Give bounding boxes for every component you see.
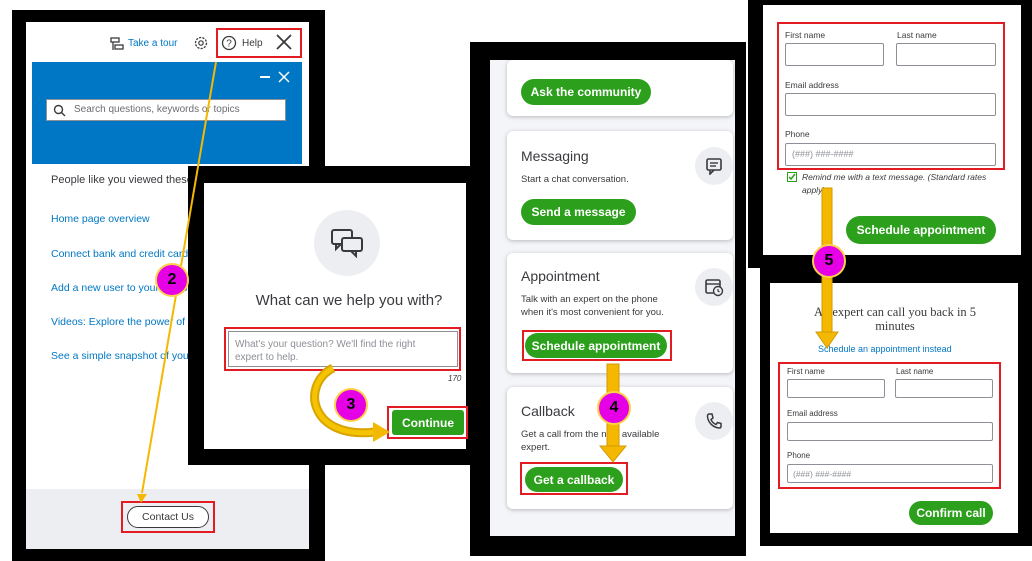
cb-last-name-label: Last name <box>896 367 934 376</box>
gear-icon[interactable] <box>193 35 209 51</box>
step-badge-5: 5 <box>812 244 846 278</box>
phone-icon <box>695 402 733 440</box>
close-icon[interactable] <box>275 33 293 51</box>
schedule-appointment-button[interactable]: Schedule appointment <box>525 333 667 358</box>
take-tour-link[interactable]: Take a tour <box>128 38 178 49</box>
arrow-down-2-head <box>815 331 839 349</box>
svg-text:?: ? <box>226 39 232 50</box>
cb-phone-placeholder: (###) ###-#### <box>793 469 852 479</box>
last-name-input[interactable] <box>896 43 996 66</box>
calendar-icon <box>695 268 733 306</box>
confirm-call-button[interactable]: Confirm call <box>909 501 993 525</box>
search-icon <box>53 104 66 117</box>
callback-heading: An expert can call you back in 5 minutes <box>813 305 977 333</box>
cb-last-name-input[interactable] <box>895 379 993 398</box>
question-heading: What can we help you with? <box>255 292 443 309</box>
continue-button[interactable]: Continue <box>392 410 464 435</box>
search-input[interactable]: Search questions, keywords or topics <box>46 99 286 121</box>
help-link-2[interactable]: Connect bank and credit cards <box>51 248 194 260</box>
question-placeholder: What's your question? We'll find the rig… <box>235 339 416 363</box>
cb-phone-label: Phone <box>787 451 811 460</box>
cb-first-name-label: First name <box>787 367 825 376</box>
tour-icon <box>110 37 124 51</box>
cb-phone-input[interactable]: (###) ###-#### <box>787 464 993 483</box>
minimize-icon[interactable] <box>260 76 270 78</box>
arrow-down-1-head <box>598 445 628 463</box>
contact-fields-highlight <box>777 22 1005 170</box>
arrow-continue-head <box>373 422 390 442</box>
phone-label: Phone <box>785 129 810 139</box>
email-label: Email address <box>785 80 839 90</box>
close-search-icon[interactable] <box>278 70 290 83</box>
callback-desc: Get a call from the next available exper… <box>521 429 660 453</box>
ask-community-button[interactable]: Ask the community <box>521 79 651 105</box>
phone-placeholder: (###) ###-#### <box>792 149 854 159</box>
remind-text: Remind me with a text message. (Standard… <box>802 172 987 195</box>
search-header: Search questions, keywords or topics <box>32 62 302 164</box>
remind-checkbox[interactable] <box>787 172 797 182</box>
schedule-highlight <box>522 330 672 361</box>
schedule-form: First name Last name Email address Phone… <box>763 5 1021 255</box>
email-input[interactable] <box>785 93 996 116</box>
step-badge-3: 3 <box>334 388 368 422</box>
help-highlight <box>216 28 302 58</box>
help-circle-icon[interactable]: ? <box>221 35 237 51</box>
cb-first-name-input[interactable] <box>787 379 885 398</box>
step-badge-4: 4 <box>597 391 631 425</box>
cb-email-label: Email address <box>787 409 838 418</box>
step-badge-2: 2 <box>155 263 189 297</box>
messaging-desc: Start a chat conversation. <box>521 174 629 185</box>
message-icon <box>695 147 733 185</box>
arrow-help-to-contact-head <box>137 494 147 503</box>
chat-bubble-icon <box>314 210 380 276</box>
send-message-button[interactable]: Send a message <box>521 199 636 225</box>
contact-us-highlight <box>121 501 215 533</box>
char-count: 170 <box>448 374 462 383</box>
help-link-1[interactable]: Home page overview <box>51 213 150 225</box>
appointment-desc: Talk with an expert on the phone when it… <box>521 294 664 318</box>
callback-highlight <box>520 462 628 495</box>
callback-title: Callback <box>521 403 575 419</box>
get-callback-button[interactable]: Get a callback <box>525 467 623 492</box>
cb-email-input[interactable] <box>787 422 993 441</box>
messaging-title: Messaging <box>521 148 589 164</box>
schedule-appointment-submit[interactable]: Schedule appointment <box>846 216 996 244</box>
contact-us-button[interactable]: Contact Us <box>127 506 209 528</box>
first-name-label: First name <box>785 30 826 40</box>
question-highlight <box>224 327 461 371</box>
phone-input[interactable]: (###) ###-#### <box>785 143 996 166</box>
first-name-input[interactable] <box>785 43 884 66</box>
appointment-title: Appointment <box>521 268 600 284</box>
search-placeholder: Search questions, keywords or topics <box>74 104 240 115</box>
schedule-instead-link[interactable]: Schedule an appointment instead <box>818 344 952 354</box>
question-textarea[interactable]: What's your question? We'll find the rig… <box>228 331 458 367</box>
arrow-question-to-continue-inner <box>312 365 376 436</box>
last-name-label: Last name <box>897 30 937 40</box>
help-label[interactable]: Help <box>242 38 263 49</box>
continue-highlight <box>387 406 468 439</box>
callback-form: An expert can call you back in 5 minutes… <box>770 283 1018 533</box>
callback-fields-highlight <box>778 362 1001 489</box>
